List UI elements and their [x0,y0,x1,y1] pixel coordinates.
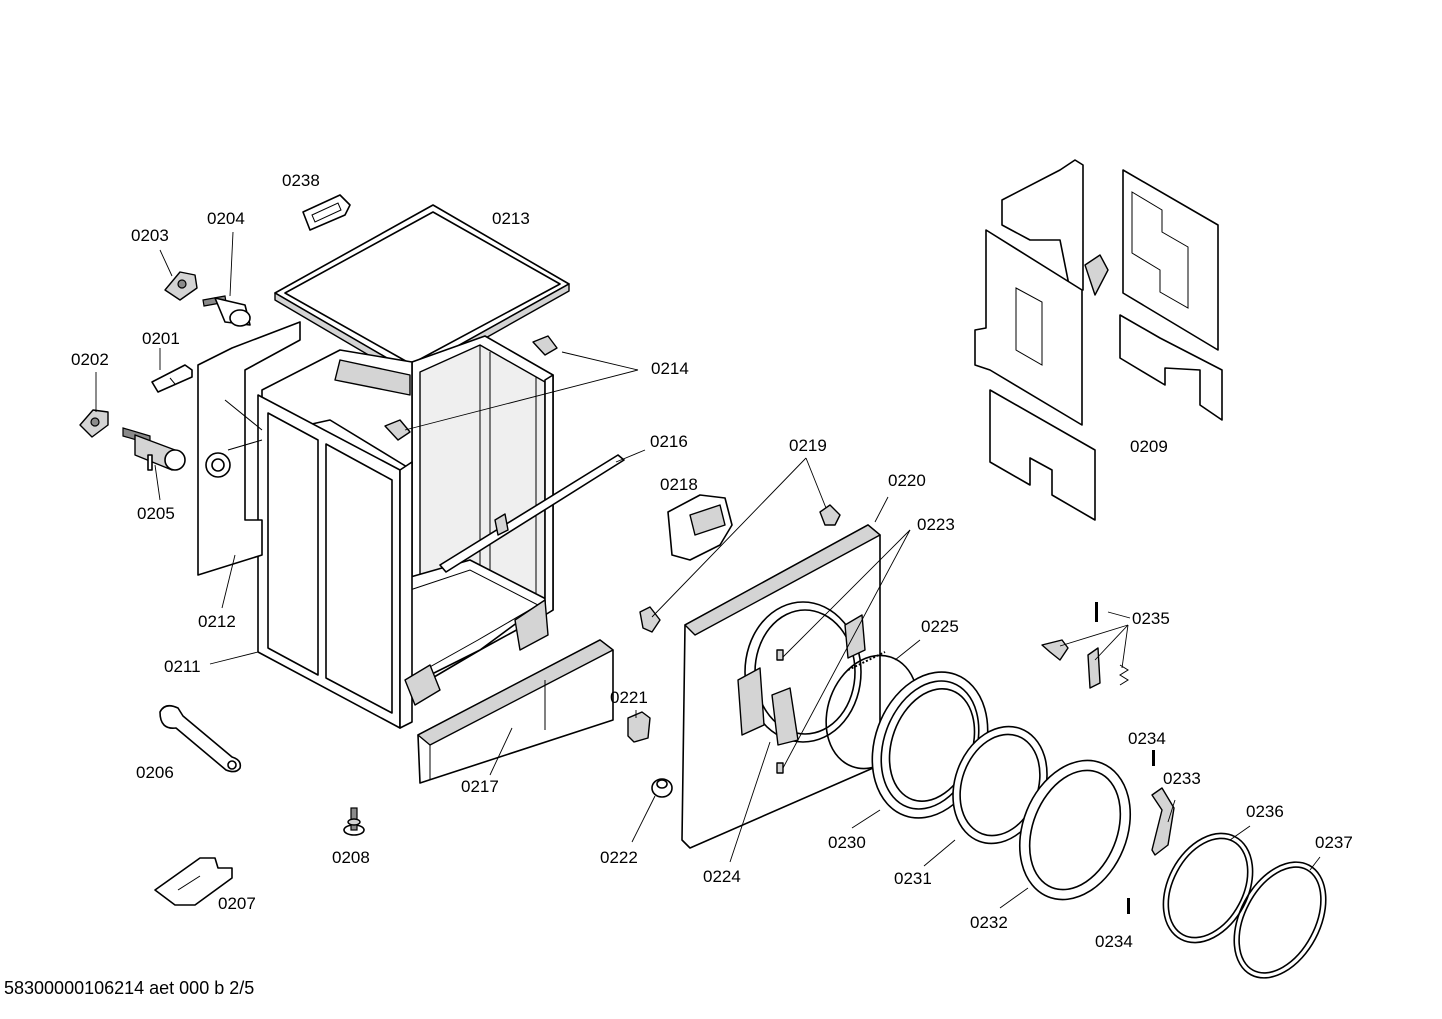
front-panel-0220 [681,524,881,849]
shock-absorber-0204 [202,295,251,327]
clip-0203 [164,271,198,301]
label-0213: 0213 [492,209,530,228]
label-0231: 0231 [894,869,932,888]
pin-0234-top [1152,750,1155,766]
label-0234-top: 0234 [1128,729,1166,748]
label-0206: 0206 [136,763,174,782]
label-0234-bottom: 0234 [1095,932,1133,951]
shock-absorber-0205 [122,427,186,471]
label-0211: 0211 [164,657,201,676]
label-0232: 0232 [970,913,1008,932]
cabinet-0211 [257,335,554,729]
label-0224: 0224 [703,867,741,886]
handle-0238 [302,194,351,231]
label-0219: 0219 [789,436,827,455]
wrench-0206 [159,704,242,773]
label-0222: 0222 [600,848,638,867]
label-0204: 0204 [207,209,245,228]
switch-0221 [627,711,651,743]
door-handle-0233 [1151,787,1175,856]
strut-0216 [439,454,625,573]
clip-0202 [79,409,109,438]
label-0237: 0237 [1315,833,1353,852]
label-0236: 0236 [1246,802,1284,821]
outer-door-ring-0232 [1018,759,1132,901]
label-0238: 0238 [282,171,320,190]
flat-bracket-0207 [154,857,233,906]
clip-0219-top [819,504,841,526]
drawing-reference-number: 58300000106214 aet 000 b 2/5 [4,978,255,998]
part-labels: 0238 0204 0203 0213 0201 0202 0214 0216 … [71,171,1353,951]
label-0205: 0205 [137,504,175,523]
pin-0234-bottom [1127,898,1130,914]
label-0218: 0218 [660,475,698,494]
foot-0208 [343,807,365,836]
label-0225: 0225 [921,617,959,636]
label-0233: 0233 [1163,769,1201,788]
label-0202: 0202 [71,350,109,369]
ring-0237 [1233,861,1327,979]
side-panel-0212 [197,321,301,576]
door-lock-0218 [667,494,733,561]
label-0214: 0214 [651,359,689,378]
knob-0222 [651,778,673,798]
label-0223: 0223 [917,515,955,534]
clip-0214-right [532,335,558,356]
label-0208: 0208 [332,848,370,867]
insulation-mats-0209 [974,159,1223,521]
label-0216: 0216 [650,432,688,451]
label-0217: 0217 [461,777,499,796]
label-0201: 0201 [142,329,180,348]
clip-0214-left [384,419,411,441]
label-0230: 0230 [828,833,866,852]
label-0212: 0212 [198,612,236,631]
bracket-0201 [151,364,193,393]
plinth-0217 [417,639,614,784]
hinge-0235 [1041,602,1129,689]
label-0203: 0203 [131,226,169,245]
label-0209: 0209 [1130,437,1168,456]
label-0220: 0220 [888,471,926,490]
label-0221: 0221 [610,688,648,707]
label-0235: 0235 [1132,609,1170,628]
clip-0219-bottom [639,606,661,633]
label-0207: 0207 [218,894,256,913]
leader-lines [95,231,1321,909]
top-cover-0213 [274,204,570,381]
